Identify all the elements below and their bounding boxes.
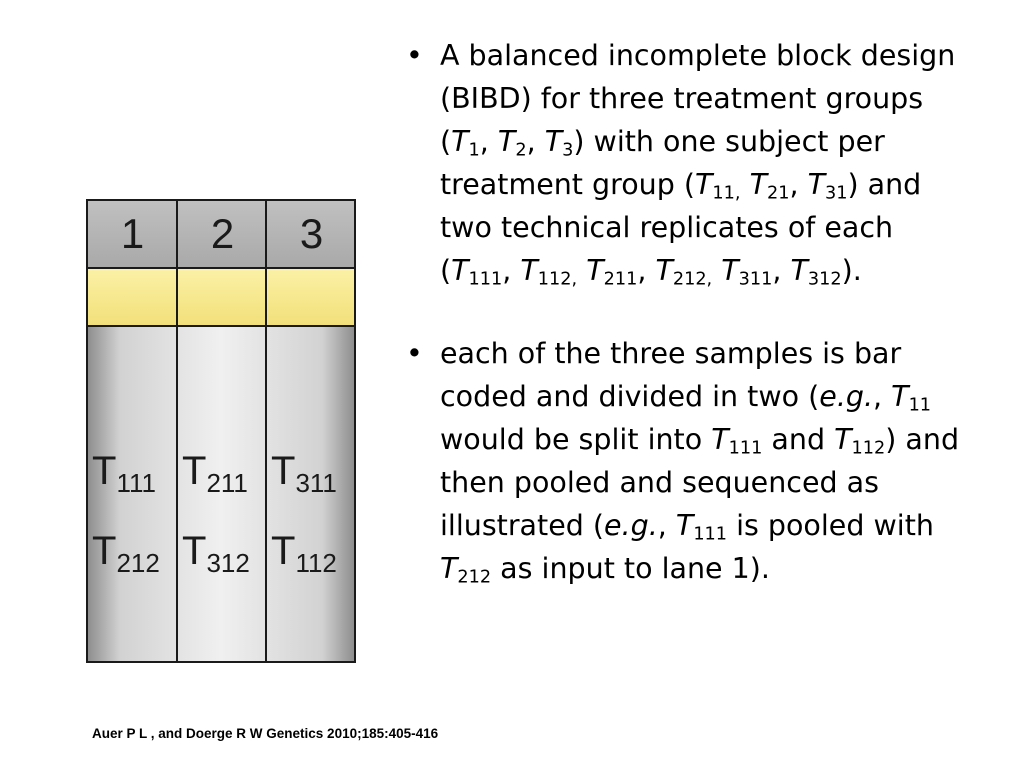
text-run: ). — [841, 254, 862, 287]
lane-2-sample-b: T312 — [182, 529, 250, 578]
citation: Auer P L , and Doerge R W Genetics 2010;… — [92, 726, 439, 741]
text-run — [741, 168, 750, 201]
text-run: , — [526, 125, 545, 158]
subscript: 111 — [468, 269, 503, 290]
text-run: , — [789, 168, 808, 201]
italic-run: T — [497, 125, 516, 158]
italic-run: T — [586, 254, 604, 287]
italic-run: e.g. — [604, 509, 658, 542]
subscript: 212 — [457, 567, 492, 588]
bullet-text-pooling: each of the three samples is bar coded a… — [440, 337, 960, 588]
italic-run: T — [749, 168, 767, 201]
italic-run: T — [711, 423, 729, 456]
text-run: each of the three samples is bar coded a… — [440, 337, 902, 413]
italic-run: T — [451, 125, 469, 158]
bibd-lane-diagram: 1 2 3 T111 T211 T311 T212 T312 T112 — [86, 199, 356, 663]
italic-run: T — [440, 552, 458, 585]
italic-run: T — [451, 254, 469, 287]
subscript: 11 — [908, 395, 932, 416]
lane-1-sample-b: T212 — [92, 529, 160, 578]
text-run — [712, 254, 721, 287]
lane-number-3: 3 — [299, 210, 324, 257]
bullet-item-design: • A balanced incomplete block design (BI… — [406, 34, 966, 292]
text-run: as input to lane 1). — [491, 552, 770, 585]
text-run: and — [762, 423, 835, 456]
italic-run: T — [807, 168, 825, 201]
text-run: would be split into — [440, 423, 712, 456]
text-run: ) with one subject per treatment group ( — [440, 125, 885, 201]
italic-run: T — [790, 254, 808, 287]
lane-header-row: 1 2 3 — [88, 201, 354, 269]
subscript: 21 — [766, 183, 790, 204]
lane-divider-2 — [265, 201, 267, 661]
subscript: 311 — [738, 269, 773, 290]
yellow-band — [88, 269, 354, 327]
lane-divider-1 — [176, 201, 178, 661]
italic-run: T — [891, 380, 909, 413]
subscript: 2 — [515, 140, 527, 161]
lane-3-sample-a: T311 — [271, 449, 337, 498]
italic-run: T — [520, 254, 538, 287]
lane-2-sample-a: T211 — [182, 449, 248, 498]
subscript: 1 — [468, 140, 480, 161]
subscript: 11, — [712, 183, 741, 204]
subscript: 111 — [693, 524, 728, 545]
italic-run: T — [834, 423, 852, 456]
text-run: ) and then pooled and sequenced as illus… — [440, 423, 960, 542]
bullet-icon: • — [406, 39, 423, 72]
lane-number-1: 1 — [120, 210, 145, 257]
bullet-text-design: A balanced incomplete block design (BIBD… — [440, 39, 956, 290]
bullet-list: • A balanced incomplete block design (BI… — [406, 34, 966, 590]
lane-3-sample-b: T112 — [271, 529, 337, 578]
text-run: , — [502, 254, 521, 287]
italic-run: T — [721, 254, 739, 287]
italic-run: T — [655, 254, 673, 287]
italic-run: T — [675, 509, 694, 542]
text-run: , — [772, 254, 791, 287]
text-run — [577, 254, 586, 287]
text-run: A balanced incomplete block design (BIBD… — [440, 39, 956, 158]
text-run: , — [637, 254, 656, 287]
italic-run: T — [544, 125, 563, 158]
italic-run: e.g. — [819, 380, 874, 413]
subscript: 212, — [672, 269, 713, 290]
text-run: ) and two technical replicates of each ( — [440, 168, 922, 287]
lane-1-sample-a: T111 — [92, 449, 156, 498]
text-run: is pooled with — [727, 509, 934, 542]
subscript: 31 — [825, 183, 848, 204]
text-run: , — [657, 509, 676, 542]
bullet-icon: • — [406, 337, 423, 370]
subscript: 211 — [603, 269, 638, 290]
bullet-item-pooling: • each of the three samples is bar coded… — [406, 332, 966, 590]
subscript: 112, — [537, 269, 578, 290]
lane-number-2: 2 — [210, 210, 235, 257]
subscript: 3 — [562, 140, 574, 161]
subscript: 112 — [851, 438, 886, 459]
italic-run: T — [694, 168, 713, 201]
text-run: , — [479, 125, 498, 158]
text-run: , — [873, 380, 892, 413]
subscript: 111 — [728, 438, 763, 459]
subscript: 312 — [807, 269, 842, 290]
